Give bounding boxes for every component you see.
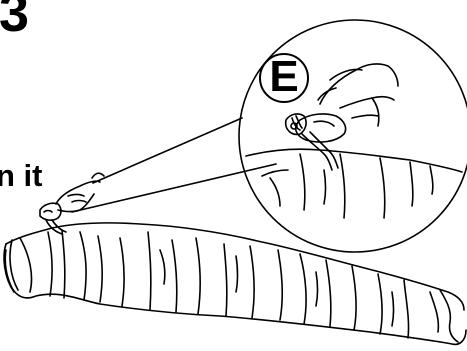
instruction-text-fragment: n it bbox=[0, 160, 43, 192]
step-number: 3 bbox=[0, 0, 29, 40]
callout-leader-lines bbox=[72, 118, 276, 212]
detail-label: E bbox=[262, 53, 306, 101]
rolled-bag bbox=[4, 223, 466, 345]
